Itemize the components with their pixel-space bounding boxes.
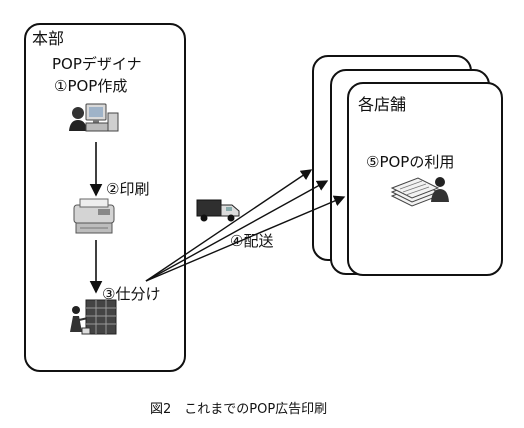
arrow-sort-to-store-2 (145, 180, 329, 282)
printer-icon (73, 198, 115, 234)
step-pop-use: ⑤POPの利用 (366, 153, 455, 171)
step-delivery: ④配送 (230, 232, 274, 250)
step-sort: ③仕分け (102, 285, 161, 303)
arrow-sort-to-store-1 (145, 169, 313, 282)
designer-label: POPデザイナ (52, 55, 142, 73)
store-box-front (347, 82, 503, 276)
sorting-shelf-icon (70, 299, 117, 335)
step-pop-creation: ①POP作成 (54, 77, 128, 95)
stores-title: 各店舗 (358, 95, 407, 114)
hq-title: 本部 (32, 29, 65, 48)
pop-papers-user-icon (390, 177, 449, 207)
delivery-truck-icon (196, 199, 240, 222)
arrow-sort-to-store-3 (145, 195, 346, 282)
figure-caption: 図2 これまでのPOP広告印刷 (150, 402, 328, 417)
computer-user-icon (69, 103, 119, 132)
step-print: ②印刷 (106, 180, 150, 198)
